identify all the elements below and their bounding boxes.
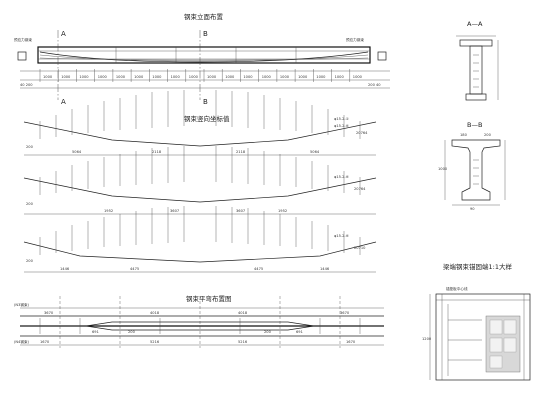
elevation-dim-1: 1000 [43, 75, 53, 79]
elevation-dim-14: 1000 [280, 75, 290, 79]
plan-mid-dim-3: 200 [264, 330, 272, 334]
elevation-left-label: 预应力钢束 [14, 37, 32, 42]
tendon-profile-2 [23, 146, 377, 215]
profile-3-dim-1: 1446 [60, 267, 70, 271]
profile-3-dim-4: 1446 [320, 267, 330, 271]
plan-top-dim-3: 4018 [238, 311, 248, 315]
profile-1-callout-b: φ15.2-⑥ [334, 124, 350, 128]
plan-view [20, 296, 384, 348]
elevation-view [17, 30, 390, 100]
elevation-dim-13: 1000 [262, 75, 272, 79]
plan-mid-dim-1: 691 [92, 330, 99, 334]
section-b-dim-3: 1000 [438, 167, 448, 171]
section-mark-b-top: B [203, 30, 208, 38]
profile-2-dim-1: 1952 [104, 209, 113, 213]
elevation-dim-18: 1000 [353, 75, 363, 79]
elevation-dim-9: 1000 [189, 75, 199, 79]
plan-top-dim-4: 3670 [340, 311, 350, 315]
plan-bottom-left: (N4钢束) [14, 339, 30, 344]
profile-1-dim-2: 2118 [152, 150, 162, 154]
elevation-dim-15: 1000 [298, 75, 308, 79]
tendon-profile-1 [23, 90, 377, 156]
elevation-dim-8: 1000 [171, 75, 181, 79]
plan-mid-dim-4: 691 [296, 330, 303, 334]
profile-2-left-dim: 200 [26, 202, 34, 206]
profile-2-callout: φ15.2-⑥ [334, 175, 350, 179]
detail-title: 梁端钢束锚固端1:1大样 [443, 262, 512, 271]
section-a-a [456, 35, 499, 101]
elevation-bottom-right: 200 40 [368, 83, 381, 87]
plan-top-dim-1: 3670 [44, 311, 54, 315]
profile-2-dim-4: 1952 [278, 209, 287, 213]
anchor-detail [429, 293, 531, 381]
elevation-dim-11: 1000 [225, 75, 235, 79]
plan-title: 钢束平弯布置图 [186, 294, 232, 303]
vertical-coords-title: 钢束竖向坐标值 [184, 114, 230, 123]
elevation-title: 钢束立面布置 [184, 12, 224, 21]
profile-3-left-dim: 200 [26, 259, 34, 263]
detail-height: 1200 [422, 337, 432, 341]
plan-mid-dim-2: 200 [128, 330, 136, 334]
elevation-dim-17: 1000 [335, 75, 345, 79]
detail-label: 锚垫板中心线 [446, 286, 468, 291]
plan-bottom-dim-4: 1670 [346, 340, 356, 344]
profile-1-dim-3: 2118 [236, 150, 246, 154]
profile-1-total: 20764 [356, 131, 368, 135]
elevation-dim-4: 1000 [98, 75, 108, 79]
elevation-dim-3: 1000 [79, 75, 89, 79]
plan-bottom-dim-3: 5216 [238, 340, 248, 344]
section-b-b [444, 139, 506, 206]
section-b-title: B—B [467, 121, 482, 129]
plan-top-left: (N3钢束) [14, 302, 30, 307]
profile-1-dim-1: 5064 [72, 150, 82, 154]
plan-bottom-dim-1: 1670 [40, 340, 50, 344]
section-b-dim-2: 200 [484, 133, 492, 137]
elevation-dim-12: 1000 [243, 75, 253, 79]
elevation-right-label: 预应力钢束 [346, 37, 364, 42]
profile-1-dim-4: 5064 [310, 150, 320, 154]
section-b-dim-1: 180 [460, 133, 468, 137]
section-mark-a-top: A [61, 30, 66, 38]
elevation-dim-2: 1000 [61, 75, 71, 79]
section-mark-a-bottom: A [61, 98, 66, 106]
elevation-dimensions: 1000 1000 1000 1000 1000 1000 1000 1000 1000 1000… [39, 69, 363, 82]
plan-bottom-dim-2: 5216 [150, 340, 160, 344]
elevation-dim-10: 1000 [207, 75, 217, 79]
section-mark-b-bottom: B [203, 98, 208, 106]
elevation-dim-5: 1000 [116, 75, 126, 79]
elevation-dim-16: 1000 [316, 75, 326, 79]
profile-3-dim-2: 4475 [130, 267, 139, 271]
profile-2-dim-2: 3607 [170, 209, 179, 213]
profile-1-left-dim: 200 [26, 145, 34, 149]
profile-3-callout: φ15.2-⑥ [334, 234, 350, 238]
elevation-dim-7: 1000 [152, 75, 162, 79]
plan-top-dim-2: 4018 [150, 311, 160, 315]
profile-3-dim-3: 4475 [254, 267, 263, 271]
profile-3-total: 20710 [354, 246, 366, 250]
elevation-dim-6: 1000 [134, 75, 144, 79]
profile-2-dim-3: 3607 [236, 209, 245, 213]
profile-1-callout-a: φ15.2-① [334, 117, 349, 121]
section-a-title: A—A [467, 20, 483, 28]
tendon-profile-3 [23, 206, 377, 273]
elevation-bottom-left: 40 200 [20, 83, 33, 87]
profile-2-total: 20764 [354, 187, 366, 191]
section-b-dim-4: 90 [470, 207, 475, 211]
